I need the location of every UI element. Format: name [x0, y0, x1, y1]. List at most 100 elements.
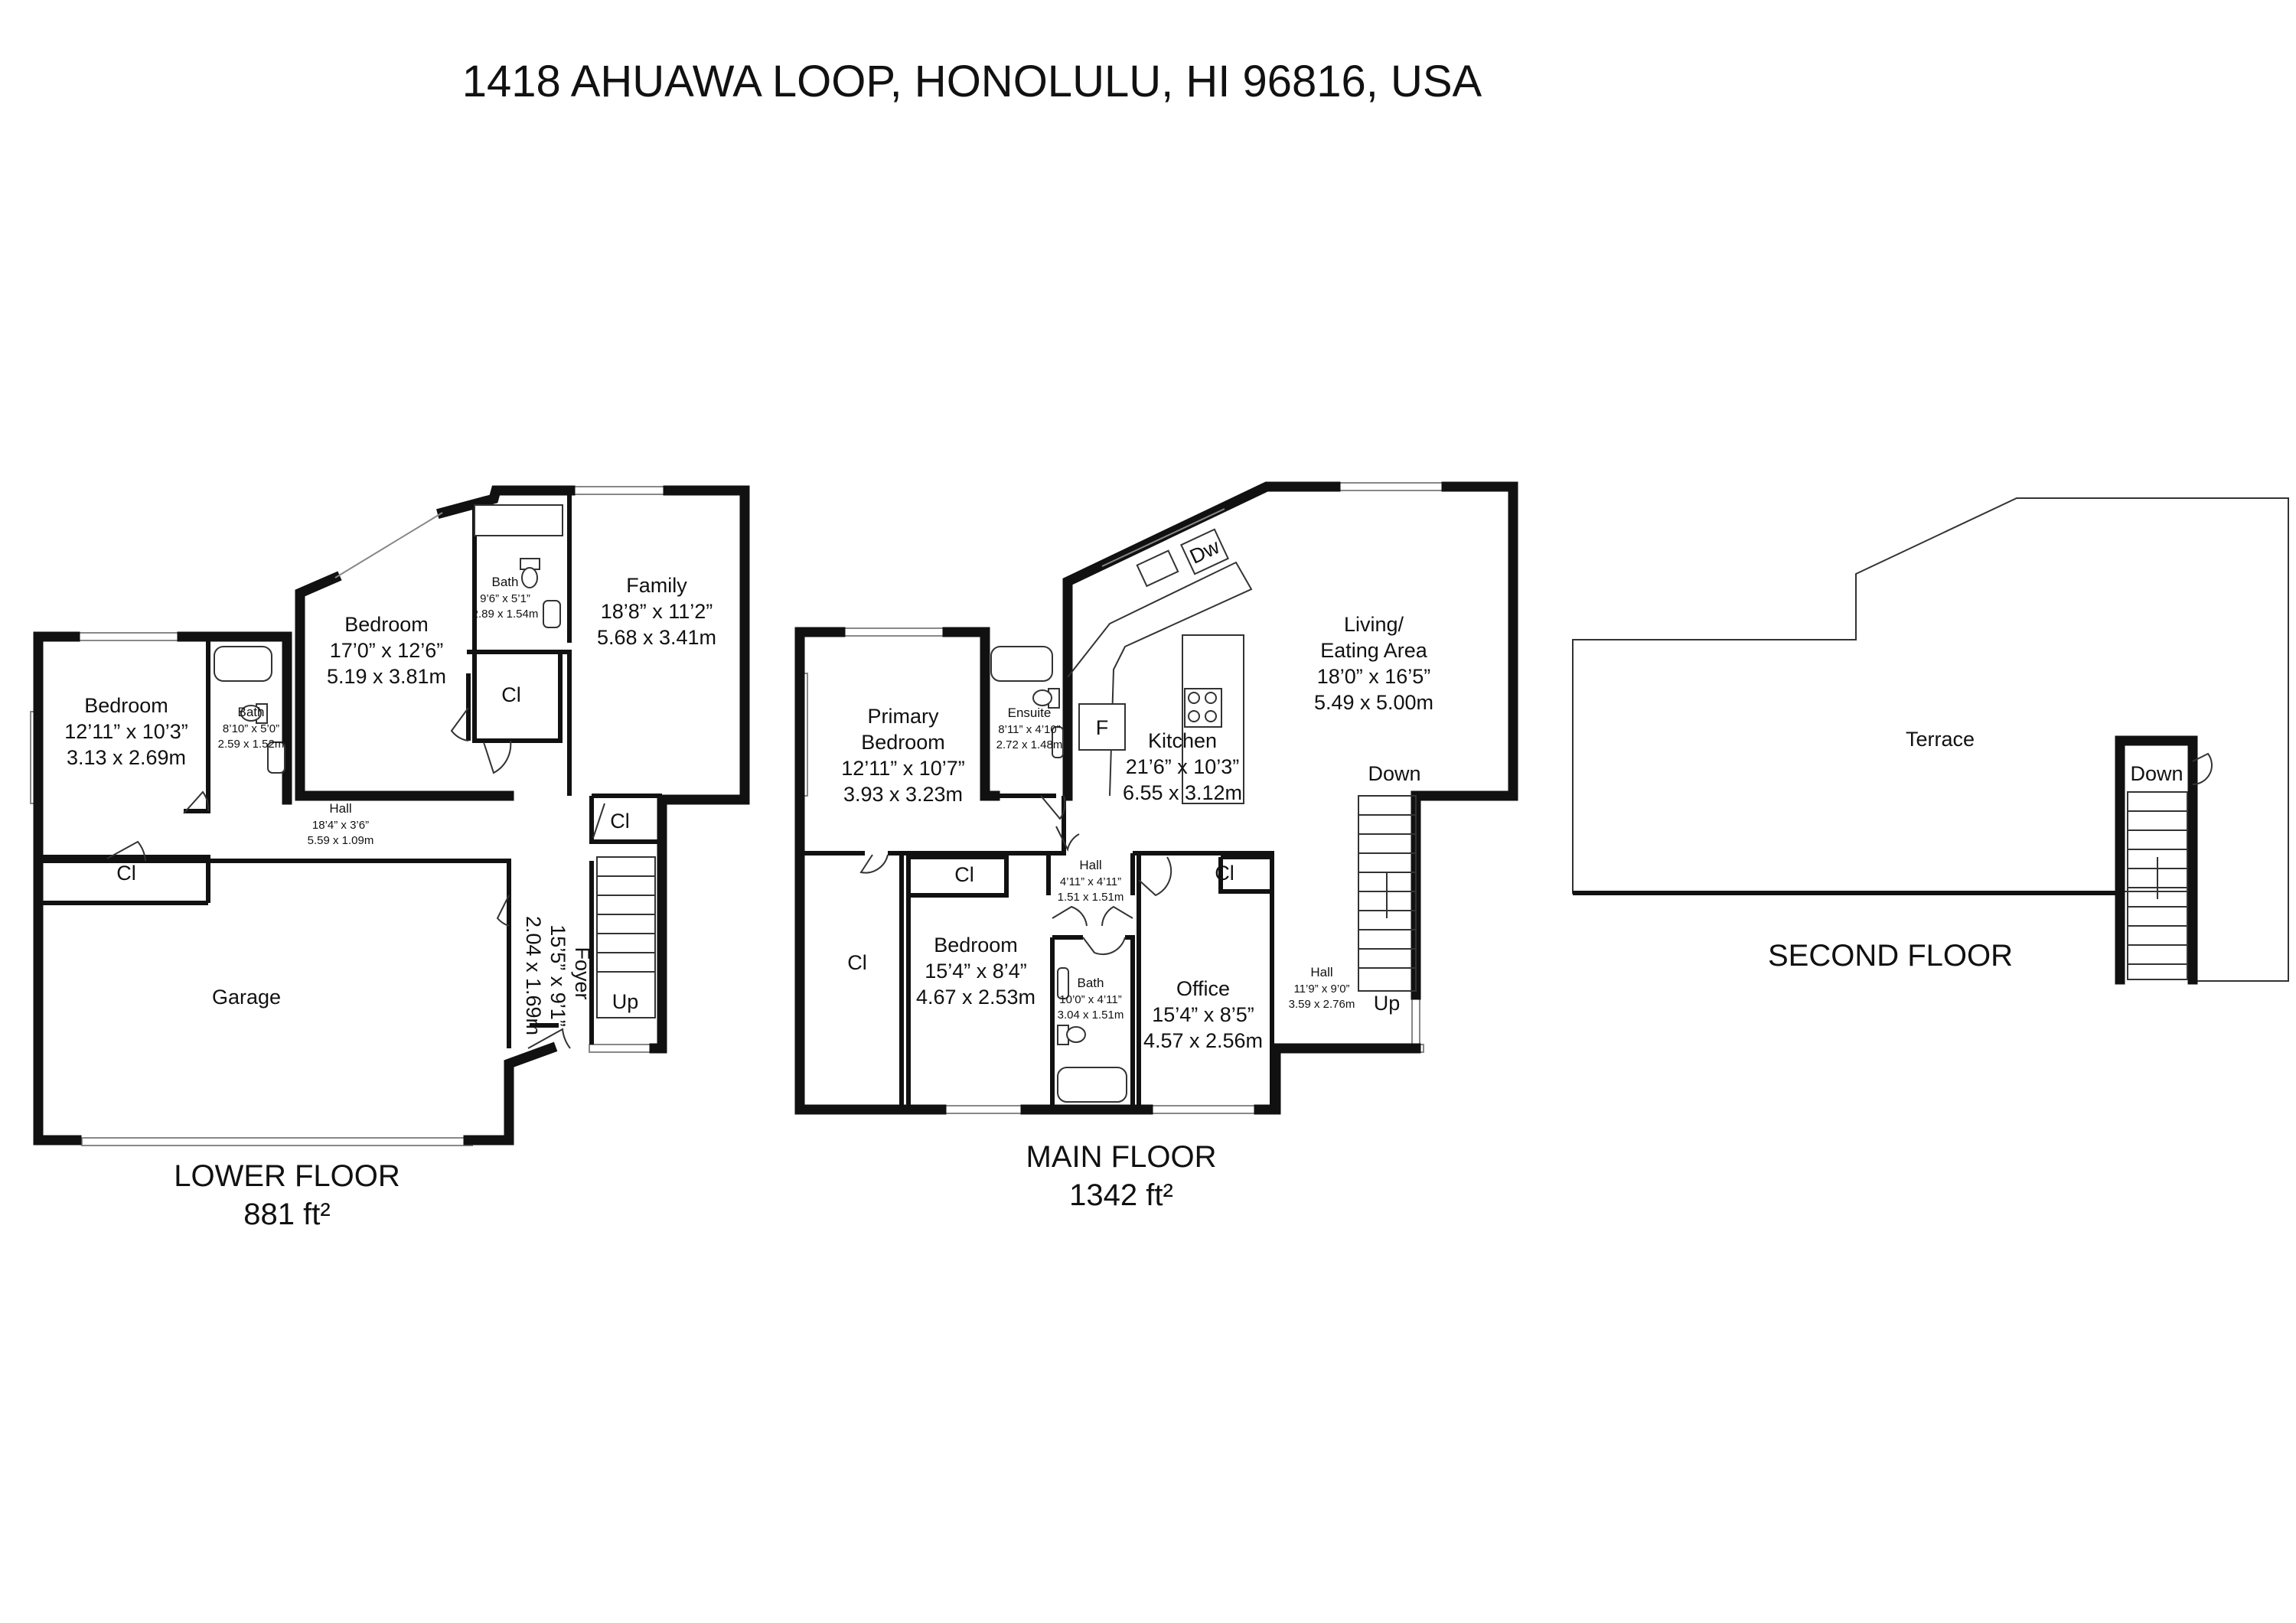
exterior-wall — [1254, 1043, 1421, 1115]
interior-wall — [888, 796, 1066, 855]
room-name: Foyer — [571, 947, 594, 999]
door-swing — [106, 840, 146, 862]
door-swing — [1082, 937, 1126, 956]
door-swing — [1040, 795, 1066, 820]
door-swing — [450, 707, 469, 741]
room-name: Bedroom — [861, 731, 945, 754]
room-name: Living/ — [1344, 613, 1404, 636]
exterior-wall — [295, 571, 514, 801]
room-name: Garage — [212, 986, 281, 1009]
room-name: Hall — [329, 801, 351, 816]
stairs-label: Down — [1368, 762, 1420, 785]
window — [589, 1044, 651, 1053]
room-dim-imperial: 15’5” x 9’1” — [546, 924, 569, 1027]
room-dim-imperial: 15’4” x 8’4” — [925, 960, 1027, 983]
exterior-wall — [649, 485, 750, 1054]
room-dim-metric: 1.51 x 1.51m — [1058, 891, 1124, 904]
address-title: 1418 AHUAWA LOOP, HONOLULU, HI 96816, US… — [462, 57, 1482, 106]
floor-area: 881 ft² — [243, 1198, 330, 1231]
sink — [267, 741, 285, 774]
room-dim-metric: 3.13 x 2.69m — [67, 746, 186, 769]
room-dim-metric: 3.04 x 1.51m — [1058, 1009, 1124, 1022]
lower-floor-plan: Bedroom 12’11” x 10’3” 3.13 x 2.69m Bath… — [30, 485, 750, 1146]
room-dim-metric: 3.59 x 2.76m — [1289, 998, 1355, 1011]
interior-wall — [38, 855, 210, 903]
room-dim-imperial: 8’11” x 4’10” — [998, 723, 1060, 736]
bathtub — [1057, 1067, 1127, 1103]
toilet-bowl — [521, 567, 538, 588]
room-dim-metric: 2.72 x 1.48m — [996, 738, 1063, 751]
window — [70, 632, 188, 641]
exterior-wall — [177, 631, 292, 805]
staircase — [2127, 791, 2188, 980]
second-floor-plan: Terrace Down — [1572, 497, 2289, 985]
room-dim-imperial: 12’11” x 10’3” — [64, 720, 188, 743]
kitchen-sink — [1136, 549, 1179, 588]
refrigerator — [1078, 703, 1126, 751]
window — [334, 512, 443, 578]
exterior-wall — [794, 627, 947, 1115]
room-dim-imperial: 17’0” x 12’6” — [330, 639, 444, 662]
room-dim-metric: 5.49 x 5.00m — [1314, 691, 1433, 714]
sink — [1052, 726, 1064, 758]
staircase — [596, 856, 656, 1018]
room-name: Hall — [1079, 858, 1101, 872]
door-swing — [527, 1028, 571, 1049]
room-dim-metric: 5.68 x 3.41m — [597, 626, 716, 649]
closet-label: Cl — [1215, 862, 1234, 885]
floor-area: 1342 ft² — [1069, 1178, 1173, 1212]
room-dim-metric: 4.67 x 2.53m — [916, 986, 1035, 1009]
interior-wall — [1125, 935, 1135, 1110]
door-swing — [1101, 905, 1133, 927]
interior-wall — [467, 650, 572, 796]
sink — [1057, 967, 1069, 999]
room-dim-imperial: 18’0” x 16’5” — [1317, 665, 1431, 688]
shower — [474, 504, 563, 536]
door-swing — [496, 895, 510, 927]
window — [835, 627, 951, 637]
door-swing — [1052, 905, 1088, 927]
door-swing — [183, 790, 210, 814]
room-name: Bedroom — [934, 934, 1018, 957]
stair-treads — [597, 875, 655, 973]
stairwell-wall — [2115, 735, 2198, 985]
stair-treads — [1358, 814, 1416, 969]
room-name: Terrace — [1906, 728, 1975, 751]
sink — [543, 600, 561, 628]
floor-label: MAIN FLOOR — [1026, 1140, 1217, 1174]
refrigerator-label: F — [1096, 716, 1109, 739]
main-floor-plan: Dw F Primary Bedroom 12’11” — [794, 481, 1518, 1115]
closet-label: Cl — [610, 810, 630, 833]
room-name: Office — [1176, 977, 1230, 1000]
floor-label: LOWER FLOOR — [174, 1159, 400, 1193]
room-dim-imperial: 15’4” x 8’5” — [1152, 1003, 1254, 1026]
room-name: Bath — [1078, 976, 1104, 990]
room-name: Family — [626, 574, 687, 597]
door-swing — [483, 740, 512, 774]
room-dim-imperial: 4’11” x 4’11” — [1060, 875, 1121, 888]
exterior-wall — [436, 485, 576, 519]
exterior-wall — [1411, 481, 1518, 1000]
interior-wall — [589, 796, 662, 844]
room-name: Bedroom — [84, 694, 168, 717]
room-dim-metric: 3.93 x 3.23m — [843, 783, 963, 806]
room-dim-metric: 2.59 x 1.52m — [218, 738, 285, 751]
room-dim-imperial: 11’9” x 9’0” — [1293, 983, 1349, 996]
stove-burners — [1188, 692, 1217, 722]
window — [938, 1105, 1028, 1114]
exterior-wall — [33, 631, 82, 1146]
stair-treads — [2128, 810, 2187, 965]
window — [1101, 508, 1225, 567]
room-name: Hall — [1310, 965, 1332, 979]
room-dim-metric: 6.55 x 3.12m — [1123, 781, 1242, 804]
room-name: Eating Area — [1320, 639, 1428, 662]
interior-wall — [38, 859, 511, 1048]
door-swing — [2192, 752, 2213, 785]
interior-wall — [908, 855, 1009, 898]
closet-label: Cl — [954, 863, 974, 886]
toilet-bowl — [1066, 1026, 1086, 1043]
room-dim-metric: 4.57 x 2.56m — [1143, 1029, 1263, 1052]
door-swing — [859, 854, 889, 874]
interior-wall — [472, 505, 563, 743]
door-swing — [592, 803, 605, 839]
